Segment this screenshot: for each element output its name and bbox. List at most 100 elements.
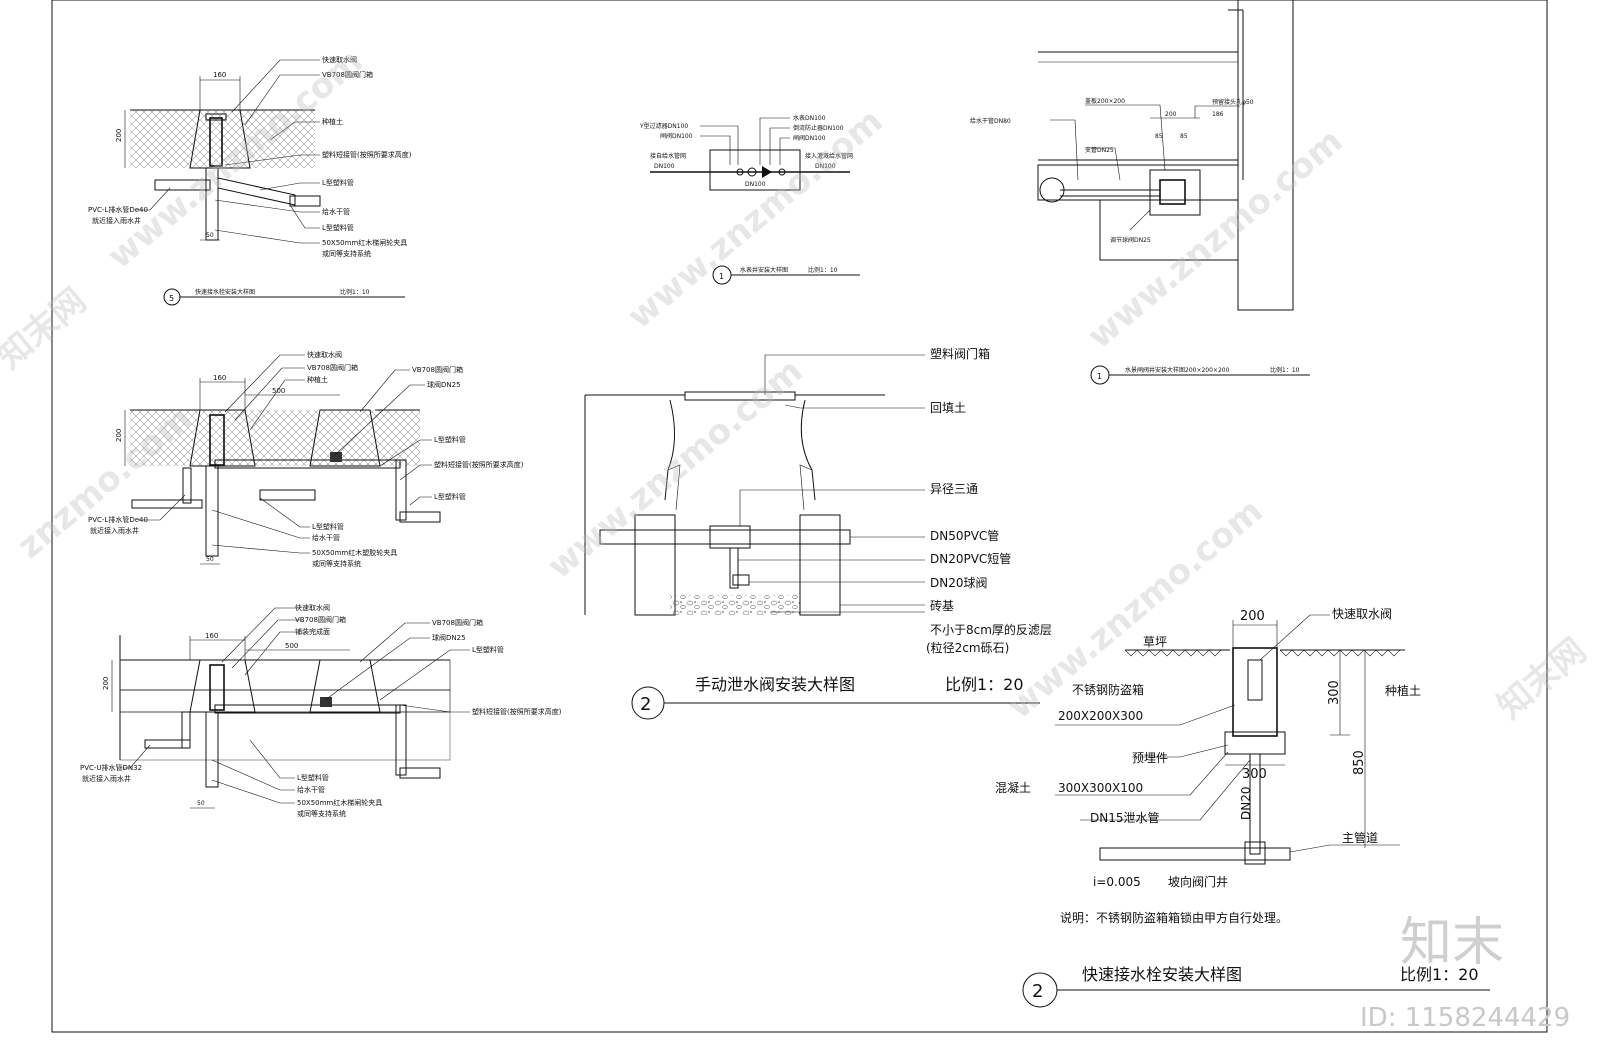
label-l-pipe-2: L型塑料管 (322, 223, 354, 232)
label-branch: 支管DN25 (1085, 146, 1114, 154)
label-quick-valve: 快速取水阀 (307, 350, 342, 359)
label-lawn: 草坪 (1143, 635, 1167, 649)
label-clamp: 50X50mm红木梯闸轮夹具 (322, 238, 407, 247)
dim-200: 200 (1240, 609, 1265, 624)
label-dn20: DN20 (1239, 787, 1253, 821)
detail-scale: 比例1：10 (808, 266, 838, 274)
label-brick-base: 砖基 (930, 598, 954, 613)
detail-scale: 比例1：10 (340, 288, 370, 296)
label-slope: i=0.005 (1093, 875, 1141, 889)
label-box-size: 200X200X300 (1058, 709, 1143, 723)
label-support: 或同等支持系统 (322, 249, 371, 258)
label-l-pipe: L型塑料管 (472, 645, 504, 654)
label-concrete: 混凝土 (995, 780, 1031, 795)
watermark-cn: 知末网 (0, 281, 94, 377)
label-to-irrigation: 接入灌溉给水管网 (805, 152, 853, 160)
label-l-pipe: L型塑料管 (434, 435, 466, 444)
label-main-pipe: 给水干管DN80 (970, 117, 1011, 125)
dim-186: 186 (1212, 111, 1224, 118)
label-valve-box: VB708圆阀门箱 (295, 615, 346, 624)
label-meter: 水表DN100 (793, 114, 826, 122)
label-dn50-pvc: DN50PVC管 (930, 528, 999, 543)
label-quick-valve: 快速取水阀 (322, 55, 357, 64)
dim-200: 200 (1165, 111, 1177, 118)
detail-number: 5 (169, 294, 174, 303)
detail-title: 快速接水栓安装大样图 (1082, 965, 1242, 984)
dim-300b: 300 (1242, 767, 1267, 782)
label-rain-well: 就近接入雨水井 (90, 526, 139, 535)
dim-50: 50 (206, 556, 214, 563)
label-dn100-mid: DN100 (745, 181, 766, 188)
detail-scale: 比例1：10 (1270, 366, 1300, 374)
label-adjust-valve: 调节球阀DN25 (1110, 236, 1151, 244)
label-l-pipe-2: L型塑料管 (297, 773, 329, 782)
label-reserve-hole: 预留接头孔φ50 (1212, 98, 1254, 106)
detail-number: 2 (640, 694, 651, 715)
dim-50: 50 (197, 800, 205, 807)
label-main-pipe: 主管道 (1342, 830, 1378, 845)
label-valve-box: VB708圆阀门箱 (322, 70, 373, 79)
label-rain-well: 就近接入雨水井 (82, 774, 131, 783)
detail-2-quick-hydrant: 200 300 850 300 DN20 快速取水阀 草坪 种植土 不锈钢防盗箱… (995, 607, 1490, 1008)
label-short-pipe: 塑料短接管(按照所要求高度) (434, 460, 524, 469)
watermark-cn: 知末网 (1490, 631, 1594, 727)
dim-500: 500 (272, 387, 285, 395)
label-embedded: 预埋件 (1132, 751, 1168, 765)
label-backfill: 回填土 (930, 401, 966, 415)
label-clamp: 50X50mm红木塑胶轮夹具 (312, 548, 397, 557)
label-drain-dn15: DN15泄水管 (1090, 810, 1160, 825)
dim-200: 200 (115, 129, 123, 142)
label-ball-valve: 球阀DN25 (427, 380, 461, 389)
label-rain-well: 就近接入雨水井 (92, 216, 141, 225)
label-gravel-size: (粒径2cm砾石) (926, 640, 1009, 655)
detail-2-drain-valve: 塑料阀门箱 回填土 异径三通 DN50PVC管 DN20PVC短管 DN20球阀… (584, 346, 1052, 720)
label-valve-box-2: VB708圆阀门箱 (432, 618, 483, 627)
detail-number: 2 (1032, 981, 1043, 1002)
label-l-pipe: L型塑料管 (322, 178, 354, 187)
detail-mid-left: 160 500 200 50 快速取水阀 VB708圆阀门箱 种植土 VB708… (88, 350, 524, 568)
label-drain-pipe: PVC-L排水管De40 (88, 515, 148, 524)
detail-1-gate-well: 给水干管DN80 盖板200×200 支管DN25 200 85 85 预留接头… (970, 0, 1310, 385)
label-support: 或同等支持系统 (297, 809, 346, 818)
label-valve-box: VB708圆阀门箱 (307, 363, 358, 372)
label-steel-box: 不锈钢防盗箱 (1072, 682, 1144, 697)
label-main-pipe: 给水干管 (322, 207, 350, 216)
dim-50: 50 (206, 232, 214, 239)
note: 说明：不锈钢防盗箱箱锁由甲方自行处理。 (1060, 910, 1288, 925)
label-l-pipe-2: L型塑料管 (434, 492, 466, 501)
label-gate-valve: 闸阀DN100 (660, 132, 693, 140)
label-short-pipe: 塑料短接管(按照所要求高度) (472, 707, 562, 716)
label-gate-valve-2: 闸阀DN100 (793, 134, 826, 142)
dim-85b: 85 (1180, 133, 1188, 140)
dim-160: 160 (205, 632, 218, 640)
dim-500: 500 (285, 642, 298, 650)
detail-5: 160 200 50 快速取水阀 VB708圆阀门箱 种植土 塑料短接管(按照所… (88, 55, 412, 306)
detail-bottom-left: 160 500 200 50 快速取水阀 VB708圆阀门箱 铺装完成面 VB7… (80, 603, 562, 818)
detail-title: 水景闸阀井安装大样图200×200×200 (1125, 366, 1230, 374)
label-dn20-ball: DN20球阀 (930, 576, 988, 590)
label-concrete-size: 300X300X100 (1058, 781, 1143, 795)
label-filter-layer: 不小于8cm厚的反滤层 (930, 622, 1052, 637)
label-quick-valve: 快速取水阀 (1332, 607, 1392, 621)
label-quick-valve: 快速取水阀 (295, 603, 330, 612)
label-backflow: 倒流防止器DN100 (793, 124, 844, 132)
label-dn100-right: DN100 (815, 163, 836, 170)
label-valve-box: 塑料阀门箱 (930, 346, 990, 361)
dim-160: 160 (213, 374, 226, 382)
dim-160: 160 (213, 71, 226, 79)
label-clamp: 50X50mm红木梯闸轮夹具 (297, 798, 382, 807)
label-soil: 种植土 (1385, 683, 1421, 698)
label-ball-valve: 球阀DN25 (432, 633, 466, 642)
label-cover: 盖板200×200 (1085, 97, 1125, 105)
label-y-filter: Y型过滤器DN100 (639, 122, 688, 130)
label-soil: 种植土 (322, 117, 343, 126)
label-reducing-tee: 异径三通 (930, 482, 978, 496)
detail-number: 1 (1097, 372, 1102, 381)
sheet-border (51, 0, 1548, 1033)
detail-number: 1 (719, 272, 724, 281)
label-drain-pipe: PVC-L排水管De40 (88, 205, 148, 214)
dim-200: 200 (102, 677, 110, 690)
label-drain-pipe: PVC-U排水管DN32 (80, 763, 142, 772)
label-l-pipe-3: L型塑料管 (312, 522, 344, 531)
